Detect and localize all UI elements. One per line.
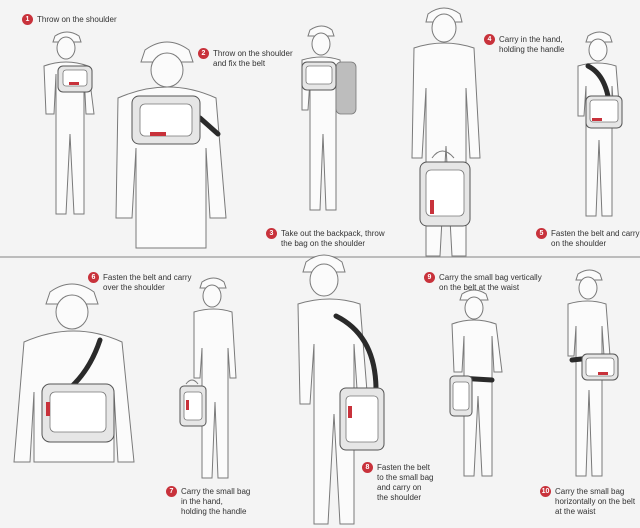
step-10-line-1: Carry the small bag	[555, 487, 625, 496]
step-5-badge: 5	[536, 228, 547, 239]
figure-3-bag	[301, 61, 357, 115]
figure-9-bag	[449, 375, 495, 417]
step-2-badge: 2	[198, 48, 209, 59]
figure-6-bag	[41, 337, 115, 443]
step-9-caption: Carry the small bag vertically on the be…	[439, 273, 542, 293]
step-6-badge: 6	[88, 272, 99, 283]
figure-9-person	[451, 289, 503, 477]
step-7-caption: Carry the small bag in the hand, holding…	[181, 487, 250, 517]
step-7-line-1: Carry the small bag	[181, 487, 251, 496]
step-9-line-1: Carry the small bag vertically	[439, 273, 542, 282]
step-8-line-4: the shoulder	[377, 493, 422, 502]
step-3-badge: 3	[266, 228, 277, 239]
step-2-line-1: Throw on the shoulder	[213, 49, 293, 58]
step-4-line-1: Carry in the hand,	[499, 35, 563, 44]
step-6-caption: Fasten the belt and carry over the shoul…	[103, 273, 192, 293]
figure-7-bag	[179, 379, 207, 427]
step-4-line-2: holding the handle	[499, 45, 565, 54]
step-5-line-2: on the shoulder	[551, 239, 607, 248]
step-8-badge: 8	[362, 462, 373, 473]
figure-10-bag	[569, 353, 619, 381]
step-9-line-2: on the belt at the waist	[439, 283, 520, 292]
step-8-line-1: Fasten the belt	[377, 463, 430, 472]
figure-8-bag	[333, 313, 385, 451]
step-1-caption: Throw on the shoulder	[37, 15, 117, 25]
figure-3-person	[301, 25, 345, 211]
step-2-line-2: and fix the belt	[213, 59, 266, 68]
figure-2-person	[115, 41, 227, 249]
step-2-caption: Throw on the shoulder and fix the belt	[213, 49, 293, 69]
step-10-line-3: at the waist	[555, 507, 596, 516]
step-6-line-2: over the shoulder	[103, 283, 165, 292]
step-6-line-1: Fasten the belt and carry	[103, 273, 192, 282]
figure-1-person	[43, 31, 95, 215]
figure-2-bag	[131, 95, 221, 145]
step-7-badge: 7	[166, 486, 177, 497]
step-10-caption: Carry the small bag horizontally on the …	[555, 487, 635, 517]
step-8-caption: Fasten the belt to the small bag and car…	[377, 463, 433, 503]
step-1-badge: 1	[22, 14, 33, 25]
figure-7-person	[193, 277, 237, 479]
figure-1-bag	[57, 65, 93, 93]
step-3-line-1: Take out the backpack, throw	[281, 229, 385, 238]
step-10-badge: 10	[540, 486, 551, 497]
step-3-caption: Take out the backpack, throw the bag on …	[281, 229, 385, 249]
figure-5-bag	[585, 63, 623, 129]
figure-8-person	[297, 254, 369, 525]
step-4-caption: Carry in the hand, holding the handle	[499, 35, 564, 55]
step-1-line-1: Throw on the shoulder	[37, 15, 117, 24]
step-5-caption: Fasten the belt and carry on the shoulde…	[551, 229, 640, 249]
step-9-badge: 9	[424, 272, 435, 283]
step-7-line-3: holding the handle	[181, 507, 247, 516]
step-5-line-1: Fasten the belt and carry	[551, 229, 640, 238]
step-4-badge: 4	[484, 34, 495, 45]
figure-4-bag	[419, 150, 471, 227]
step-7-line-2: in the hand,	[181, 497, 223, 506]
step-8-line-3: and carry on	[377, 483, 422, 492]
step-10-line-2: horizontally on the belt	[555, 497, 636, 506]
step-3-line-2: the bag on the shoulder	[281, 239, 366, 248]
step-8-line-2: to the small bag	[377, 473, 434, 482]
